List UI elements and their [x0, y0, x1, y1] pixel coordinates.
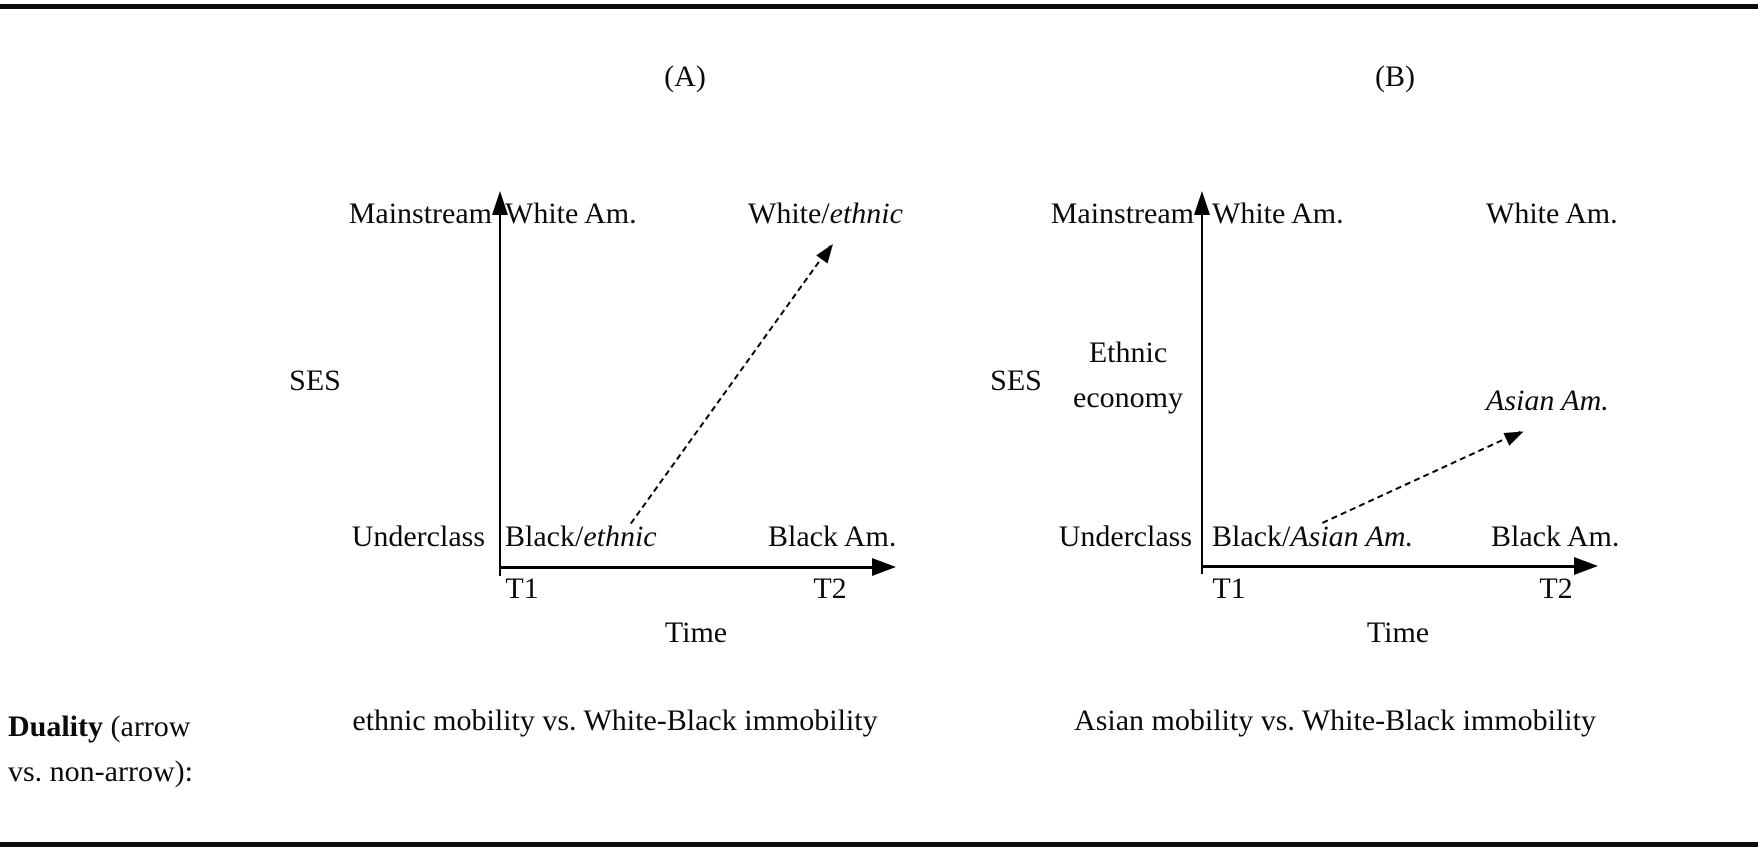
panel-b-origin-prefix: Black/ — [1212, 520, 1291, 553]
panel-b-mobility-target-label: Asian Am. — [1486, 384, 1609, 417]
panel-a-black-am-t2-label: Black Am. — [768, 520, 897, 553]
panel-b-ethnic-economy-line1: Ethnic — [1088, 336, 1168, 369]
panel-b-t2-tick: T2 — [1539, 572, 1573, 605]
top-rule — [0, 4, 1758, 9]
panel-b-ethnic-economy-line2: economy — [1073, 381, 1183, 414]
panel-a-origin-prefix: Black/ — [505, 520, 584, 553]
panel-a-mobility-target-prefix: White/ — [748, 197, 830, 230]
panel-a-duality-caption: ethnic mobility vs. White-Black immobili… — [352, 704, 878, 737]
panel-a-title: (A) — [664, 60, 706, 93]
panel-a-mobility-target-emphasis: ethnic — [829, 197, 903, 230]
duality-legend-line2: vs. non-arrow): — [8, 755, 193, 788]
panel-b-y-axis-arrowhead — [1194, 191, 1210, 215]
panel-a-mobility-arrow — [630, 239, 839, 525]
panel-b-underclass-label: Underclass — [1058, 520, 1192, 553]
panel-a-time-axis-label: Time — [664, 616, 728, 649]
duality-legend-line1: Duality (arrow — [8, 704, 193, 749]
panel-a-x-axis — [500, 566, 874, 569]
panel-a-y-axis-arrowhead — [492, 191, 508, 215]
panel-a-underclass-label: Underclass — [351, 520, 485, 553]
duality-legend: Duality (arrow vs. non-arrow): — [8, 704, 193, 794]
panel-b-white-am-t1-label: White Am. — [1212, 197, 1344, 230]
panel-a-white-am-t1-label: White Am. — [505, 197, 637, 230]
panel-a-origin-emphasis: ethnic — [583, 520, 657, 553]
panel-a-y-axis — [499, 208, 501, 576]
panel-a-x-axis-arrowhead — [872, 558, 896, 576]
panel-b-y-axis — [1201, 208, 1203, 574]
panel-b-ethnic-economy-label: Ethnic economy — [1053, 330, 1203, 420]
duality-term: Duality — [8, 710, 104, 743]
panel-b-duality-caption: Asian mobility vs. White-Black immobilit… — [1074, 704, 1596, 737]
panel-a-t1-tick: T1 — [505, 572, 539, 605]
panel-b-ses-axis-label: SES — [990, 364, 1042, 397]
panel-b-x-axis — [1202, 565, 1576, 568]
panel-b-x-axis-arrowhead — [1574, 557, 1598, 575]
panel-b-origin-emphasis: Asian Am. — [1290, 520, 1414, 553]
panel-a-origin-label: Black/ethnic — [505, 518, 657, 556]
panel-a-mainstream-label: Mainstream — [348, 197, 492, 230]
panel-a-t2-tick: T2 — [813, 572, 847, 605]
panel-b-origin-label: Black/Asian Am. — [1212, 518, 1413, 556]
panel-b-t1-tick: T1 — [1212, 572, 1246, 605]
panel-b-mobility-arrow — [1322, 425, 1527, 524]
panel-b-white-am-t2-label: White Am. — [1486, 197, 1618, 230]
panel-a-ses-axis-label: SES — [289, 364, 341, 397]
panel-b-title: (B) — [1375, 60, 1415, 93]
panel-b-time-axis-label: Time — [1366, 616, 1430, 649]
panel-b-mobility-arrowhead — [1503, 425, 1527, 446]
bottom-rule — [0, 842, 1758, 847]
panel-b-black-am-t2-label: Black Am. — [1491, 520, 1620, 553]
duality-line1-rest: (arrow — [103, 710, 191, 743]
panel-a-mobility-target-label: White/ethnic — [748, 195, 903, 233]
panel-a-mobility-arrowhead — [816, 239, 839, 264]
panel-b-mainstream-label: Mainstream — [1050, 197, 1194, 230]
